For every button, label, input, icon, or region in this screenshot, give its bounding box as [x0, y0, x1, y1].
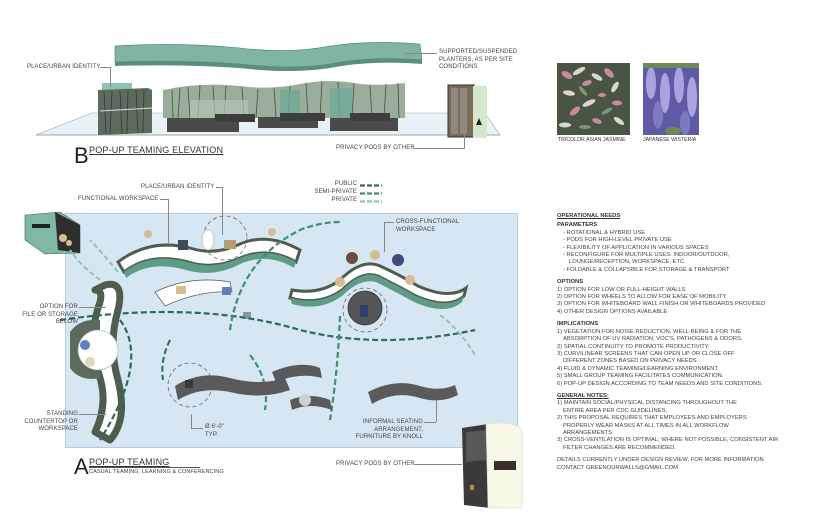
- notes-parameter-item: LOUNGE/RECEPTION, WORKSPACE, ETC.: [569, 259, 686, 266]
- legend-private-label: PRIVATE: [331, 197, 357, 204]
- notes-panel: OPERATIONAL NEEDS PARAMETERS - ROTATIONA…: [557, 213, 812, 477]
- legend-public-dash-icon: [360, 183, 382, 187]
- notes-implications-heading: IMPLICATIONS: [557, 321, 599, 328]
- plan-subtitle: CASUAL TEAMING, LEARNING & CONFERENCING: [89, 469, 224, 475]
- notes-option-item: 2) OPTION FOR WHEELS TO ALLOW FOR EASE O…: [557, 294, 727, 301]
- elevation-label-privacy-pods: PRIVACY PODS BY OTHER: [336, 145, 415, 151]
- plan-label-option-file-1: OPTION FOR: [39, 304, 78, 310]
- notes-options-heading: OPTIONS: [557, 279, 584, 286]
- elevation-drawing: [30, 38, 520, 143]
- notes-general-item: PROPERLY WEAR MASKS AT ALL TIMES IN ALL …: [563, 422, 729, 429]
- notes-implication-item: 3) CURVILINEAR SCREENS THAT CAN OPEN UP …: [557, 350, 735, 357]
- notes-general-item: ENTIRE AREA PER CDC GUIDELINES.: [563, 407, 668, 414]
- plan-label-diameter-typ: TYP.: [205, 431, 218, 438]
- plan-label-privacy-pods: PRIVACY PODS BY OTHER: [336, 461, 415, 467]
- plan-label-informal-3: FURNITURE BY KNOLL: [355, 434, 423, 440]
- plan-label-informal-1: INFORMAL SEATING: [363, 419, 423, 425]
- plan-label-cross-functional-2: WORKSPACE: [396, 226, 436, 233]
- notes-implication-item: 5) SMALL GROUP TEAMING FACILITATES COMMU…: [557, 373, 724, 380]
- notes-footer-line: DETAILS CURRENTLY UNDER DESIGN REVIEW, F…: [557, 457, 764, 464]
- elevation-title: POP-UP TEAMING ELEVATION: [89, 145, 224, 155]
- notes-general-item: 1) MAINTAIN SOCIAL/PHYSICAL DISTANCING T…: [557, 400, 737, 407]
- notes-operational-needs-heading: OPERATIONAL NEEDS: [557, 213, 621, 219]
- notes-implication-item: ABSORPTION OF UV RADIATION, VOC'S, PATHO…: [563, 336, 743, 343]
- notes-general-item: 3) CROSS-VENTILATION IS OPTIMAL; WHERE N…: [557, 437, 779, 444]
- legend-semi-private-dash-icon: [360, 191, 382, 195]
- circulation-legend: PUBLIC SEMI-PRIVATE PRIVATE: [272, 181, 382, 205]
- legend-semi-private-label: SEMI-PRIVATE: [314, 189, 357, 196]
- plan-label-option-file-3: BELOW: [55, 319, 78, 325]
- notes-option-item: 1) OPTION FOR LOW OR FULL-HEIGHT WALLS: [557, 286, 686, 293]
- notes-option-item: 4) OTHER DESIGN OPTIONS AVAILABLE: [557, 308, 668, 315]
- notes-option-item: 3) OPTION FOR WHITEBOARD WALL FINISH OR …: [557, 301, 766, 308]
- caption-japanese-wisteria: JAPANESE WISTERIA: [643, 137, 697, 143]
- notes-parameter-item: - PODS FOR HIGH-LEVEL PRIVATE USE: [563, 237, 672, 244]
- plan-label-informal-2: ARRANGEMENT,: [374, 426, 423, 433]
- plan-label-cross-functional-1: CROSS-FUNCTIONAL: [396, 219, 460, 225]
- notes-implication-item: 1) VEGETATION FOR NOISE REDUCTION, WELL-…: [557, 328, 742, 335]
- legend-private-dash-icon: [360, 199, 382, 203]
- notes-implication-item: DIFFERENT ZONES BASED ON PRIVACY NEEDS.: [563, 358, 699, 365]
- legend-semi-private: SEMI-PRIVATE: [272, 189, 382, 197]
- plan-title-letter: A: [74, 454, 89, 479]
- notes-parameters-heading: PARAMETERS: [557, 222, 598, 229]
- notes-general-item: FILTER CHANGES ARE RECOMMENDED.: [563, 444, 676, 451]
- plan-title: POP-UP TEAMING: [89, 457, 170, 467]
- legend-public: PUBLIC: [272, 181, 382, 189]
- notes-parameter-item: - ROTATIONAL & HYBRID USE: [563, 229, 646, 236]
- plan-label-standing-1: STANDING: [46, 411, 78, 417]
- notes-general-heading: GENERAL NOTES:: [557, 392, 609, 399]
- plan-label-option-file-2: FILE OR STORAGE: [22, 311, 78, 318]
- plan-label-standing-3: WORKSPACE: [38, 426, 78, 432]
- notes-implication-item: 4) FLUID & DYNAMIC TEAMING/LEARNING ENVI…: [557, 365, 718, 372]
- elevation-label-planters-3: CONDITIONS: [439, 64, 478, 70]
- notes-parameter-item: - FLEXIBILITY OF APPLICATION IN VARIOUS …: [563, 244, 709, 251]
- plan-label-standing-2: COUNTERTOP OR: [24, 418, 78, 425]
- plan-label-functional-workspace: FUNCTIONAL WORKSPACE: [78, 196, 159, 202]
- caption-tricolor-asian-jasmine: TRICOLOR ASIAN JASMINE: [558, 137, 626, 143]
- photo-tricolor-asian-jasmine: [557, 63, 630, 135]
- notes-implication-item: 2) SPATIAL CONTINUITY TO PROMOTE PRODUCT…: [557, 343, 710, 350]
- notes-general-item: ARRANGEMENTS.: [563, 429, 614, 436]
- elevation-label-planters-1: SUPPORTED/SUSPENDED: [439, 49, 518, 55]
- legend-private: PRIVATE: [272, 197, 382, 205]
- elevation-illustration: [35, 42, 501, 138]
- notes-contact-line: CONTACT GREENOURWALLS@GMAIL.COM: [557, 464, 678, 471]
- photo-japanese-wisteria: [643, 63, 716, 135]
- legend-public-label: PUBLIC: [334, 181, 357, 188]
- plan-label-diameter: Ø 6'-0": [205, 424, 224, 430]
- elevation-label-place-urban-identity: PLACE/URBAN IDENTITY: [27, 64, 101, 70]
- elevation-label-planters-2: PLANTERS, AS PER SITE: [439, 56, 513, 63]
- notes-general-item: 2) THIS PROPOSAL REQUIRES THAT EMPLOYEES…: [557, 415, 747, 422]
- plan-label-place-urban-identity: PLACE/URBAN IDENTITY: [141, 184, 215, 190]
- notes-implication-item: 6) POP-UP DESIGN ACCORDING TO TEAM NEEDS…: [557, 380, 763, 387]
- elevation-title-letter: B: [74, 143, 89, 168]
- plan-illustration: [24, 211, 523, 509]
- notes-parameter-item: - RECONFIGURE FOR MULTIPLE USES: INDOOR/…: [563, 252, 730, 259]
- notes-parameter-item: - FOLDABLE & COLLAPSIBLE FOR STORAGE & T…: [563, 266, 730, 273]
